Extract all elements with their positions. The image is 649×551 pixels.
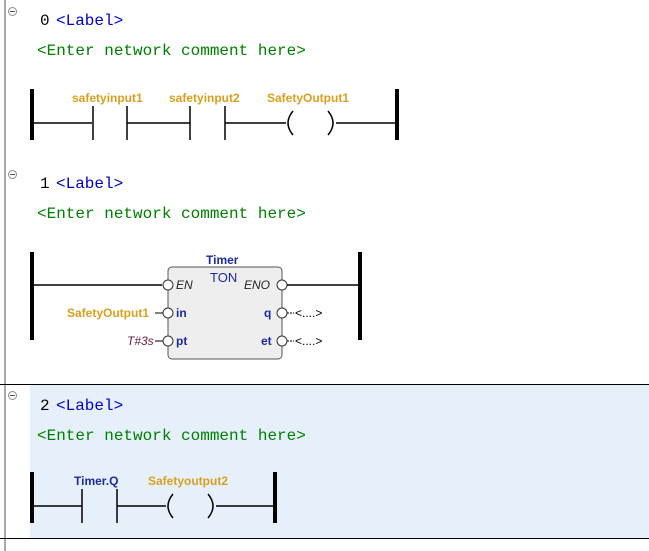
network-2[interactable]: 2 <Label> <Enter network comment here> T… — [0, 385, 649, 538]
left-power-rail — [30, 89, 34, 140]
network-number: 1 — [40, 175, 50, 193]
network-1[interactable]: 1 <Label> <Enter network comment here> T… — [0, 165, 649, 385]
fb-instance-name[interactable]: Timer — [206, 253, 239, 267]
right-power-rail — [273, 472, 277, 523]
right-power-rail — [395, 89, 399, 140]
contact-variable[interactable]: Timer.Q — [74, 474, 119, 488]
rung-2 — [30, 472, 277, 523]
collapse-network-icon[interactable] — [8, 170, 17, 179]
coil-safetyoutput2 — [167, 493, 214, 519]
network-separator — [0, 538, 649, 539]
network-comment[interactable]: <Enter network comment here> — [37, 427, 306, 445]
fb-type: TON — [210, 270, 238, 285]
output-variable-et[interactable]: <....> — [295, 334, 323, 348]
network-comment[interactable]: <Enter network comment here> — [37, 205, 306, 223]
rung-0 — [30, 89, 399, 140]
left-power-rail — [30, 252, 34, 340]
network-label[interactable]: <Label> — [56, 175, 124, 193]
left-power-rail — [30, 472, 34, 523]
contact-safetyinput2 — [189, 106, 226, 140]
coil-variable[interactable]: SafetyOutput1 — [267, 91, 350, 105]
network-number: 0 — [40, 12, 50, 30]
input-variable-in[interactable]: SafetyOutput1 — [67, 306, 150, 320]
collapse-network-icon[interactable] — [8, 7, 17, 16]
pin-en: EN — [176, 278, 193, 292]
input-variable-pt[interactable]: T#3s — [127, 334, 154, 348]
rung-1 — [30, 252, 362, 360]
network-label[interactable]: <Label> — [56, 12, 124, 30]
contact-variable[interactable]: safetyinput1 — [72, 91, 143, 105]
network-label[interactable]: <Label> — [56, 397, 124, 415]
editor-gutter — [4, 0, 6, 551]
coil-variable[interactable]: Safetyoutput2 — [148, 474, 229, 488]
contact-variable[interactable]: safetyinput2 — [169, 91, 240, 105]
network-separator — [0, 384, 649, 385]
network-0[interactable]: 0 <Label> <Enter network comment here> — [0, 0, 649, 160]
output-variable-q[interactable]: <....> — [295, 306, 323, 320]
pin-eno: ENO — [244, 278, 271, 292]
pin-q: q — [264, 306, 272, 320]
pin-et: et — [261, 334, 272, 348]
selection-highlight — [30, 385, 649, 538]
right-power-rail — [358, 252, 362, 340]
network-comment[interactable]: <Enter network comment here> — [37, 42, 306, 60]
pin-pt: pt — [176, 334, 188, 348]
contact-timer-q — [81, 489, 118, 523]
pin-in: in — [176, 306, 187, 320]
network-number: 2 — [40, 397, 50, 415]
contact-safetyinput1 — [92, 106, 128, 140]
coil-safetyoutput1 — [287, 110, 334, 136]
collapse-network-icon[interactable] — [8, 391, 17, 400]
